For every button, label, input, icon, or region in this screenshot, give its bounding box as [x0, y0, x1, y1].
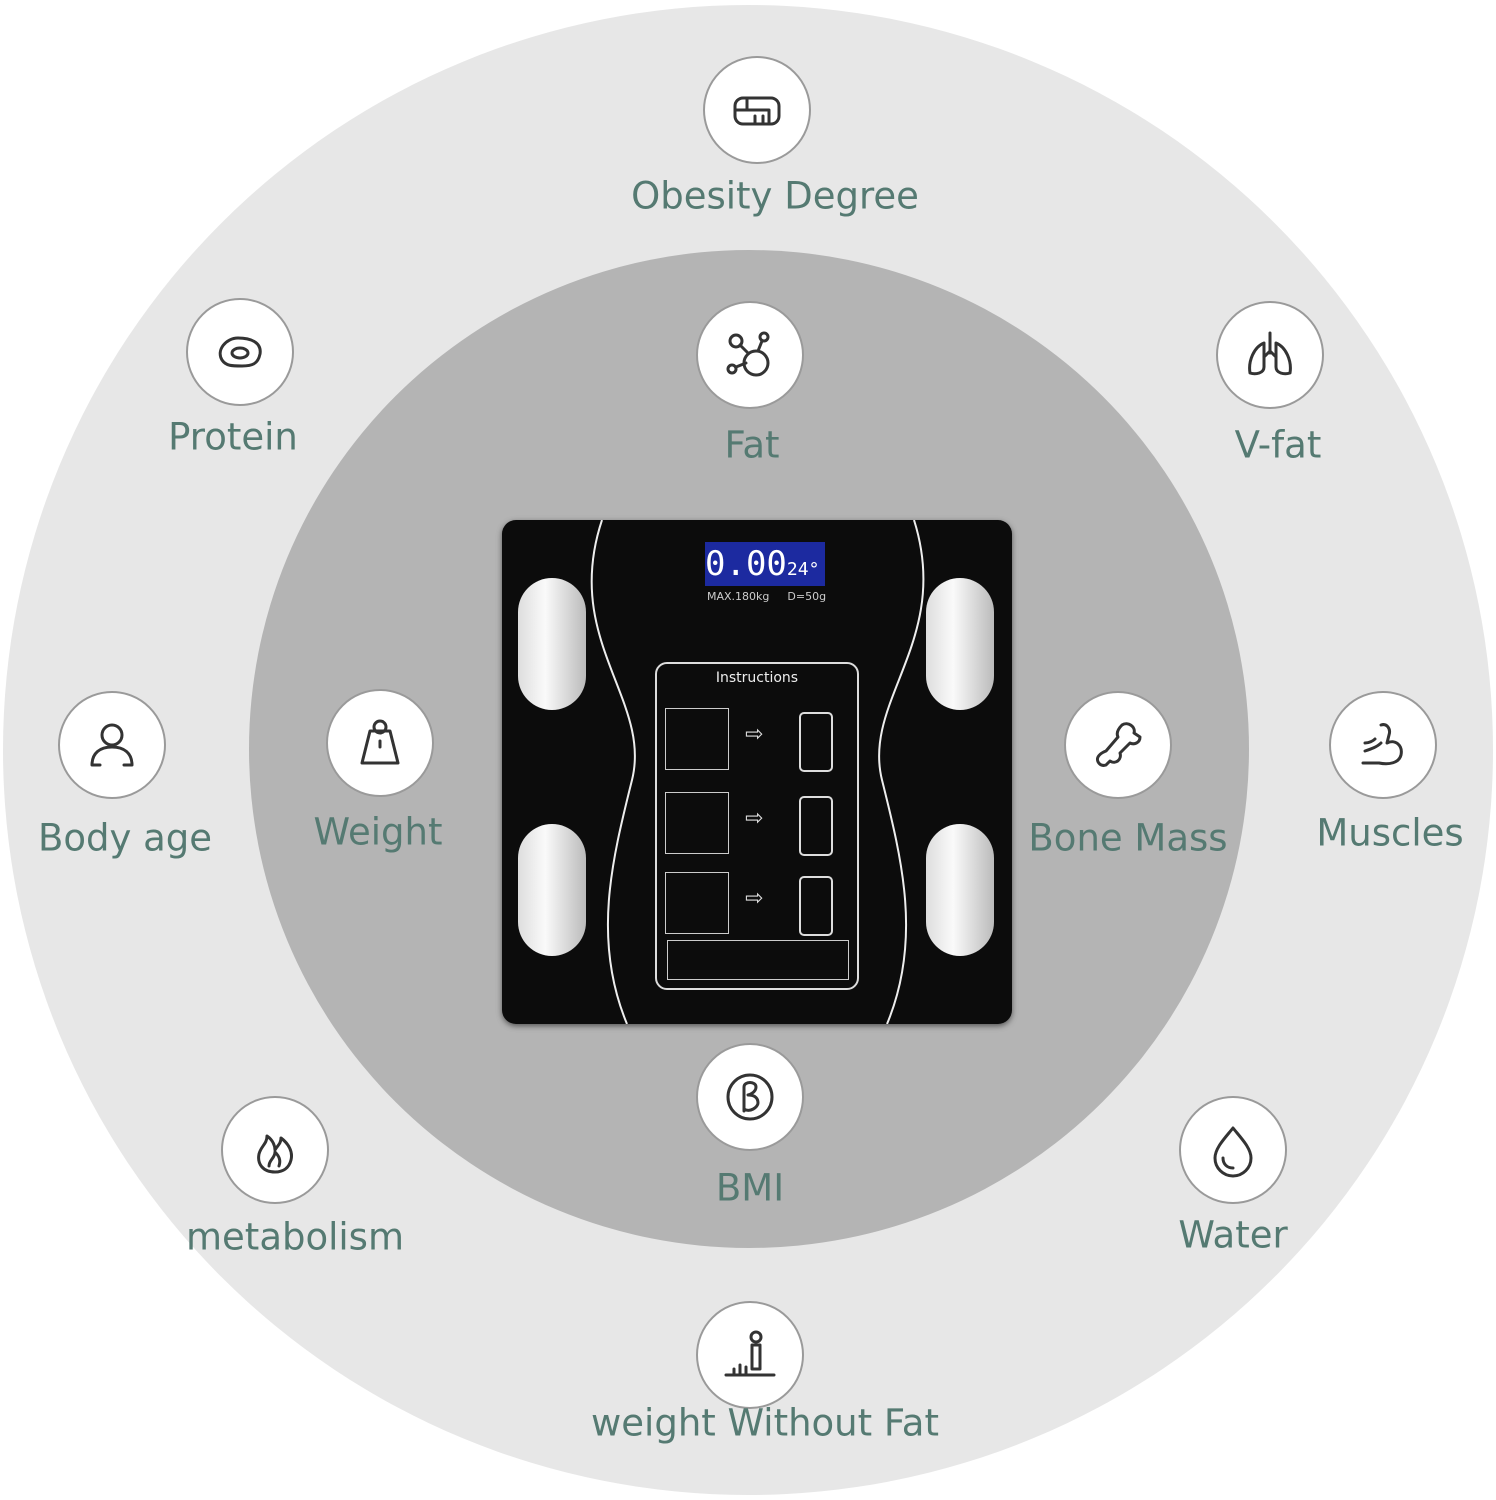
- metric-label-muscles: Muscles: [1316, 811, 1464, 855]
- body-chart-icon: [696, 1301, 804, 1409]
- spec-table: [667, 940, 849, 980]
- weight-icon: [326, 689, 434, 797]
- metric-label-metabolism: metabolism: [186, 1215, 404, 1259]
- scale-spec: MAX.180kg D=50g: [707, 590, 844, 603]
- flame-icon: [221, 1096, 329, 1204]
- metric-label-water: Water: [1178, 1213, 1288, 1257]
- step-scale-box: [665, 708, 729, 770]
- bone-icon: [1064, 691, 1172, 799]
- metric-label-obesity-degree: Obesity Degree: [631, 174, 919, 218]
- arrow-icon: ⇨: [745, 806, 764, 831]
- electrode-pad: [518, 578, 586, 710]
- electrode-pad: [926, 578, 994, 710]
- metric-label-bone-mass: Bone Mass: [1028, 816, 1228, 860]
- person-icon: [58, 691, 166, 799]
- metric-label-weight: Weight: [313, 810, 443, 854]
- arrow-icon: ⇨: [745, 886, 764, 911]
- lcd-display: 0.0024°: [705, 542, 825, 586]
- temperature-readout: 24°: [786, 559, 820, 580]
- metric-label-protein: Protein: [168, 415, 298, 459]
- electrode-pad: [926, 824, 994, 956]
- division: D=50g: [787, 590, 827, 603]
- water-drop-icon: [1179, 1096, 1287, 1204]
- metric-label-weight-without-fat: weight Without Fat: [591, 1401, 939, 1445]
- metric-label-body-age: Body age: [37, 816, 213, 860]
- metric-label-fat: Fat: [724, 423, 780, 467]
- phone-icon: [799, 876, 833, 936]
- smart-scale: 0.0024° MAX.180kg D=50g Instructions ⇨ ⇨ …: [502, 520, 1012, 1024]
- molecule-icon: [696, 301, 804, 409]
- measuring-tape-icon: [703, 56, 811, 164]
- bmi-b-icon: [696, 1043, 804, 1151]
- step-feet-box: [665, 792, 729, 854]
- phone-icon: [799, 712, 833, 772]
- max-capacity: MAX.180kg: [707, 590, 770, 603]
- electrode-pad: [518, 824, 586, 956]
- metric-label-bmi: BMI: [715, 1166, 785, 1210]
- step-lock-box: [665, 872, 729, 934]
- instructions-panel: Instructions ⇨ ⇨ ⇨: [655, 662, 859, 990]
- phone-icon: [799, 796, 833, 856]
- instructions-title: Instructions: [715, 670, 799, 686]
- lungs-icon: [1216, 301, 1324, 409]
- scale-curves: [590, 520, 925, 1024]
- metric-label-v-fat: V-fat: [1234, 423, 1322, 467]
- weight-readout: 0.00: [705, 544, 787, 584]
- egg-icon: [186, 298, 294, 406]
- arrow-icon: ⇨: [745, 722, 764, 747]
- muscle-arm-icon: [1329, 691, 1437, 799]
